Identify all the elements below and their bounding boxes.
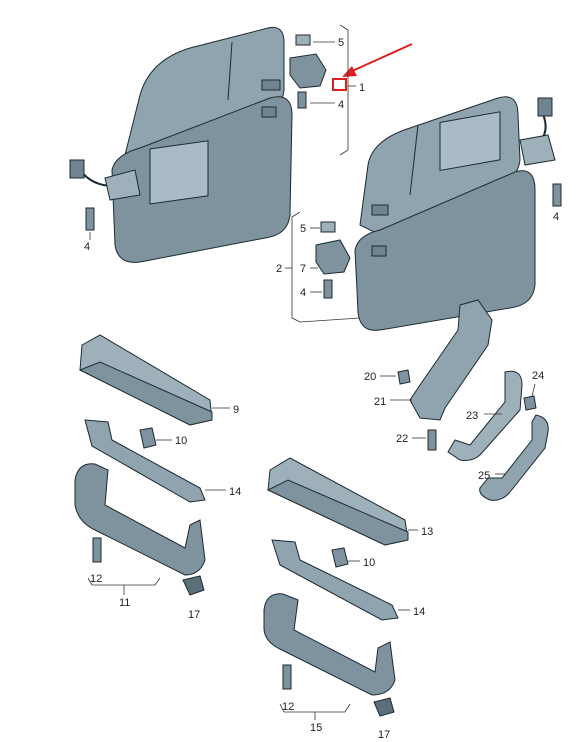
callout-17: 17 [378,729,390,741]
callout-10: 10 [175,435,187,447]
callout-4: 4 [338,99,344,111]
callout-15: 15 [310,722,322,734]
callout-10: 10 [363,557,375,569]
end-cap-17-left [182,575,205,596]
cable-connector-right [519,97,556,166]
callout-7: 7 [300,263,306,275]
callout-24: 24 [532,370,544,382]
handle-bracket-13 [266,457,409,546]
screw-icon [85,207,95,240]
callout-25: 25 [478,470,490,482]
visor-mount-top [289,34,327,109]
screw-icon [92,537,102,563]
callout-4: 4 [84,241,90,253]
highlight-arrowhead [342,66,357,77]
visor-mount-right [315,221,351,299]
clip-24 [523,395,537,411]
handle-bracket-9 [78,334,213,426]
screw-icon [282,664,292,690]
callout-5: 5 [300,223,306,235]
callout-1: 1 [359,82,365,94]
sun-visor-right [354,96,536,331]
handle-23 [447,370,523,461]
grab-handle-11 [74,463,206,576]
highlight-box [332,78,347,91]
callout-5: 5 [338,37,344,49]
callout-22: 22 [396,433,408,445]
callout-14: 14 [229,486,241,498]
callout-12: 12 [90,573,102,585]
highlight-arrow [349,43,413,73]
callout-21: 21 [374,396,386,408]
callout-11: 11 [119,597,130,609]
callout-23: 23 [466,410,478,422]
screw-icon [552,183,562,207]
callout-4: 4 [553,211,559,223]
clip-10-right [331,547,349,568]
callout-2: 2 [276,263,282,275]
callout-14: 14 [413,606,425,618]
callout-12: 12 [282,701,294,713]
grab-handle-15 [263,593,396,696]
callout-17: 17 [188,609,200,621]
callout-4: 4 [300,287,306,299]
trim-25 [479,414,549,501]
callout-13: 13 [421,526,433,538]
handle-base-14-right [271,539,399,621]
callout-20: 20 [364,371,376,383]
sun-visor-left [111,26,293,263]
callout-9: 9 [233,404,239,416]
end-cap-17-right [373,697,395,717]
clip-10-left [139,427,157,449]
clip-20 [397,369,411,385]
cable-connector-left [69,159,141,201]
screw-22 [427,429,437,451]
mount-bracket-21 [409,299,493,421]
handle-base-14-left [84,419,206,503]
